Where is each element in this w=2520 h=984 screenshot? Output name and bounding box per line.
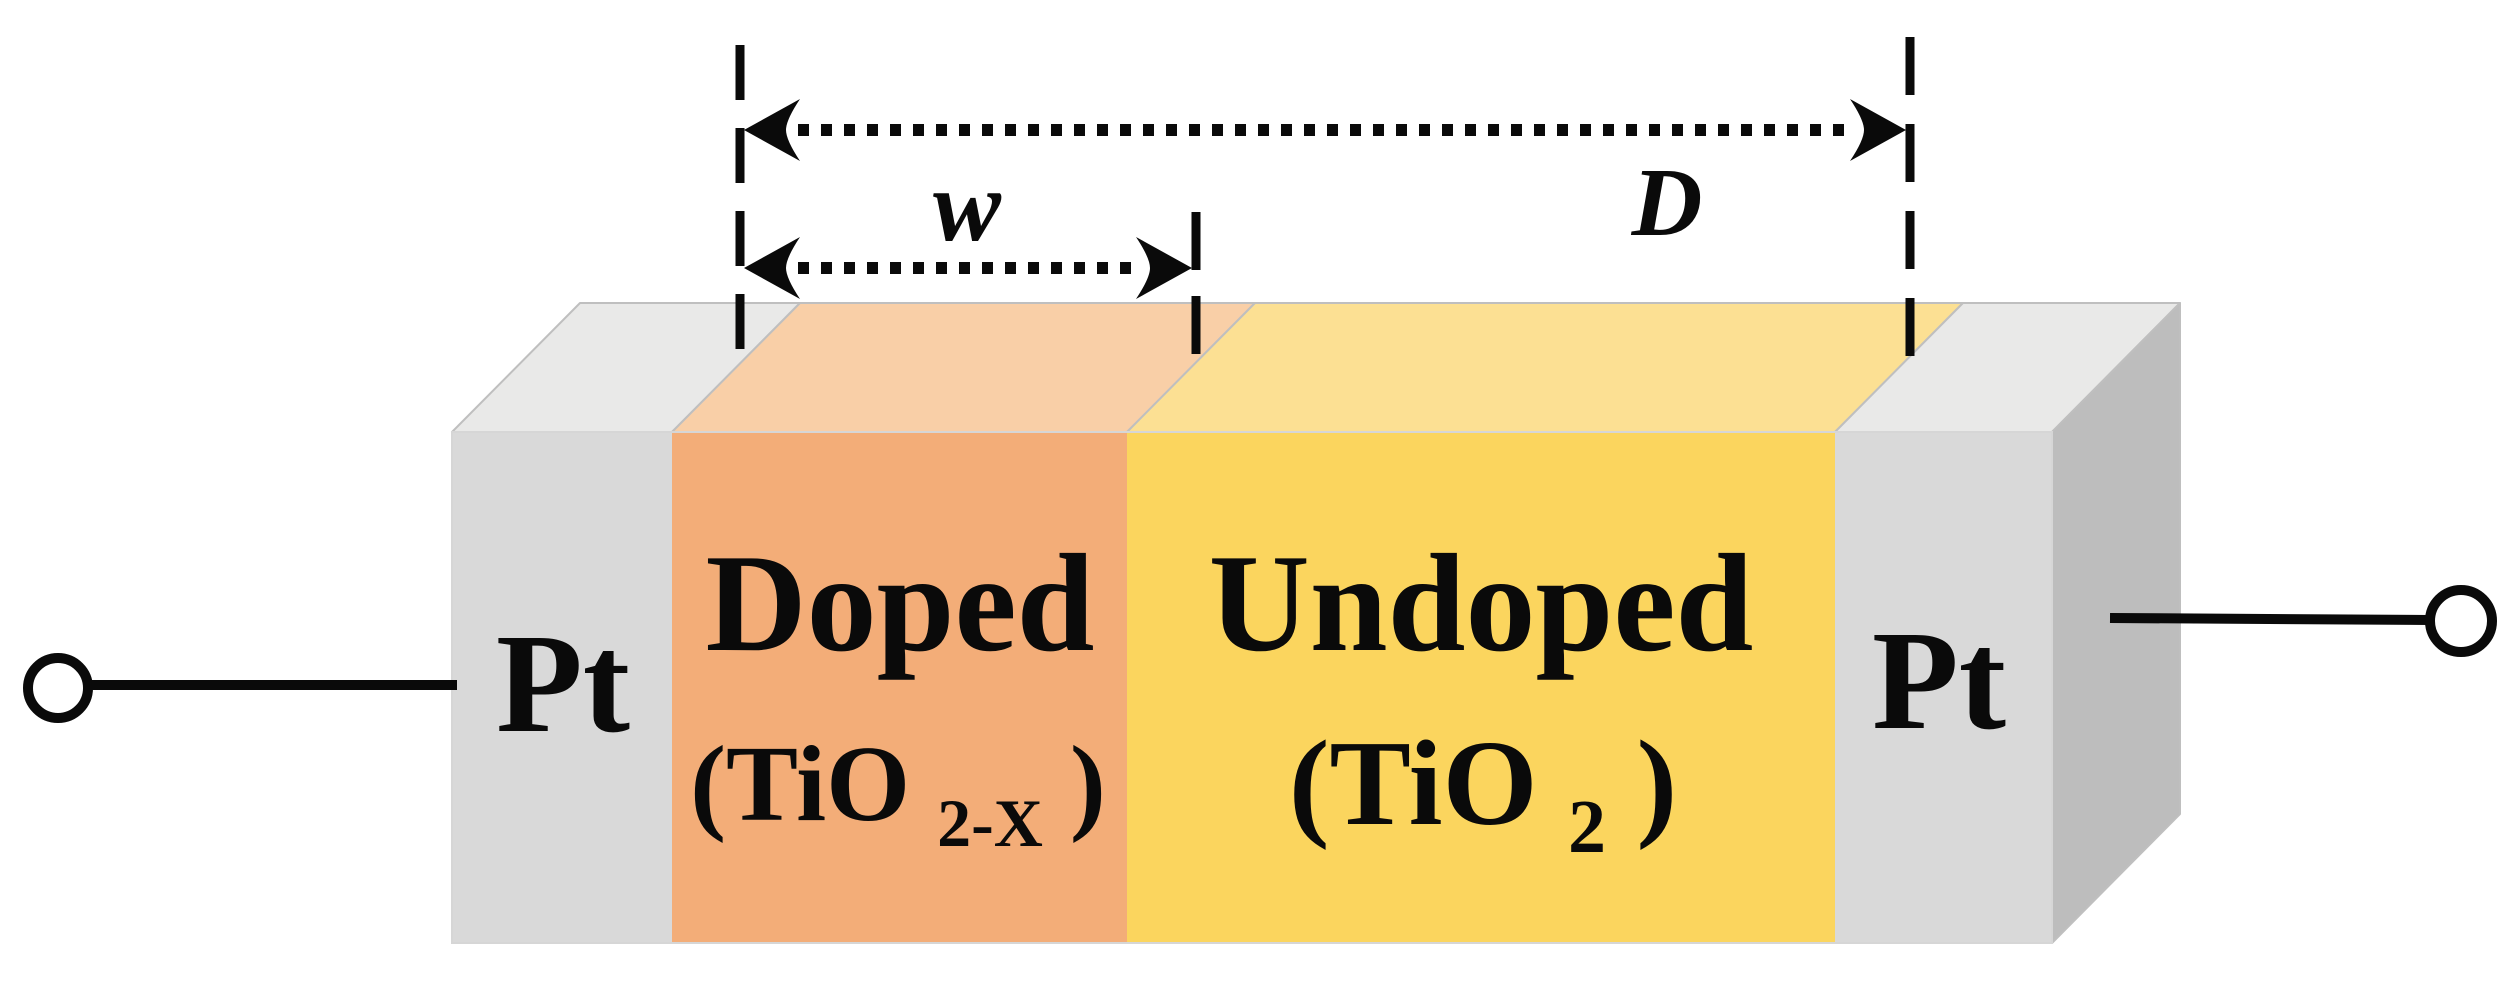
device-length-dimension-arrow xyxy=(744,99,1906,161)
doped-width-left-arrowhead xyxy=(744,237,800,299)
undoped-formula-suffix: ) xyxy=(1636,716,1677,851)
right-lead xyxy=(2109,585,2497,657)
right-terminal-circle xyxy=(2425,585,2497,657)
doped-width-dimension-arrow xyxy=(744,237,1192,299)
undoped-top-face xyxy=(1126,302,1964,433)
undoped-region-formula: (TiO 2 ) xyxy=(1289,716,1677,879)
undoped-region-title: Undoped xyxy=(1209,526,1754,681)
doped-region-formula: (TiO 2-X ) xyxy=(690,725,1106,870)
undoped-formula-subscript: 2 xyxy=(1568,785,1606,869)
doped-region-title: Doped xyxy=(706,526,1095,681)
left-lead xyxy=(23,653,457,723)
device-length-right-arrowhead xyxy=(1850,99,1906,161)
doped-width-label: w xyxy=(933,150,1002,263)
pt-left-front-face xyxy=(452,432,672,943)
left-terminal-circle xyxy=(23,653,93,723)
doped-width-right-arrowhead xyxy=(1136,237,1192,299)
undoped-formula-prefix: (TiO xyxy=(1289,716,1538,851)
dimension-guides xyxy=(735,37,1915,372)
device-top-faces xyxy=(451,302,2181,433)
doped-formula-prefix: (TiO xyxy=(690,725,910,844)
right-wire xyxy=(2109,613,2431,625)
doped-formula-suffix: ) xyxy=(1070,725,1106,844)
device-length-left-arrowhead xyxy=(744,99,800,161)
device-length-label: D xyxy=(1631,149,1703,257)
doped-front-face xyxy=(672,432,1127,943)
pt-left-label: Pt xyxy=(496,604,630,762)
pt-right-front-face xyxy=(1835,432,2052,943)
device-front-faces xyxy=(451,431,2053,944)
pt-right-label: Pt xyxy=(1872,601,2006,759)
undoped-front-face xyxy=(1127,432,1835,943)
doped-formula-subscript: 2-X xyxy=(937,785,1043,861)
